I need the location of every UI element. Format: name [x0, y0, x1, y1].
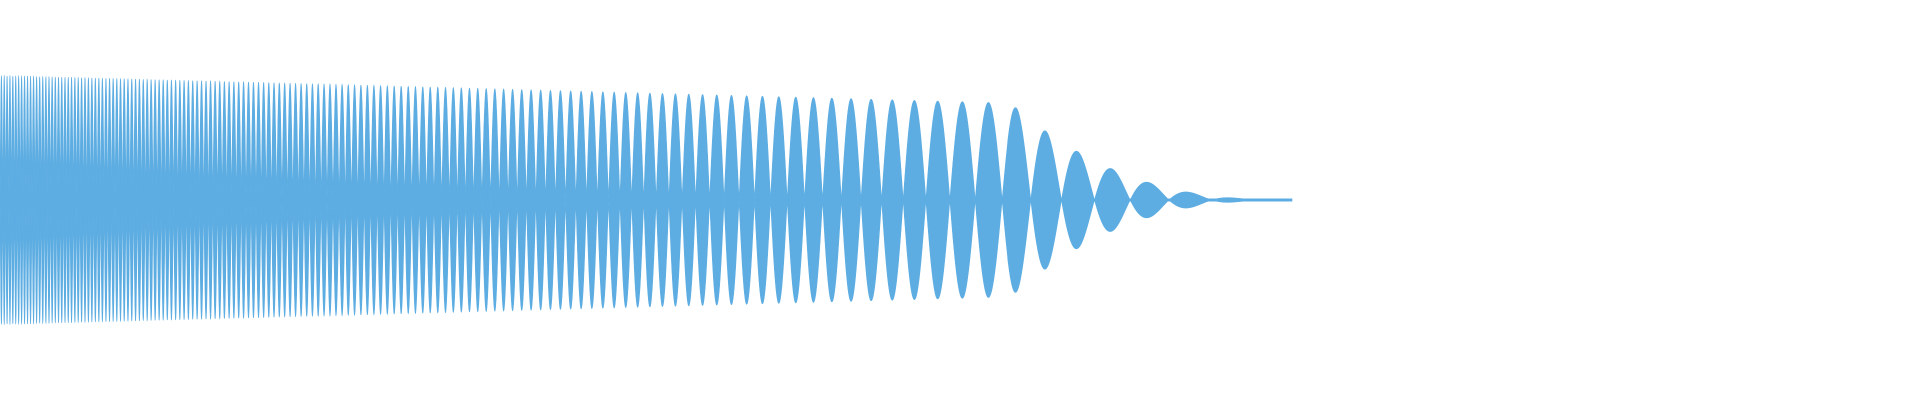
waveform-view: [0, 75, 1293, 325]
waveform-canvas: [0, 75, 1293, 325]
